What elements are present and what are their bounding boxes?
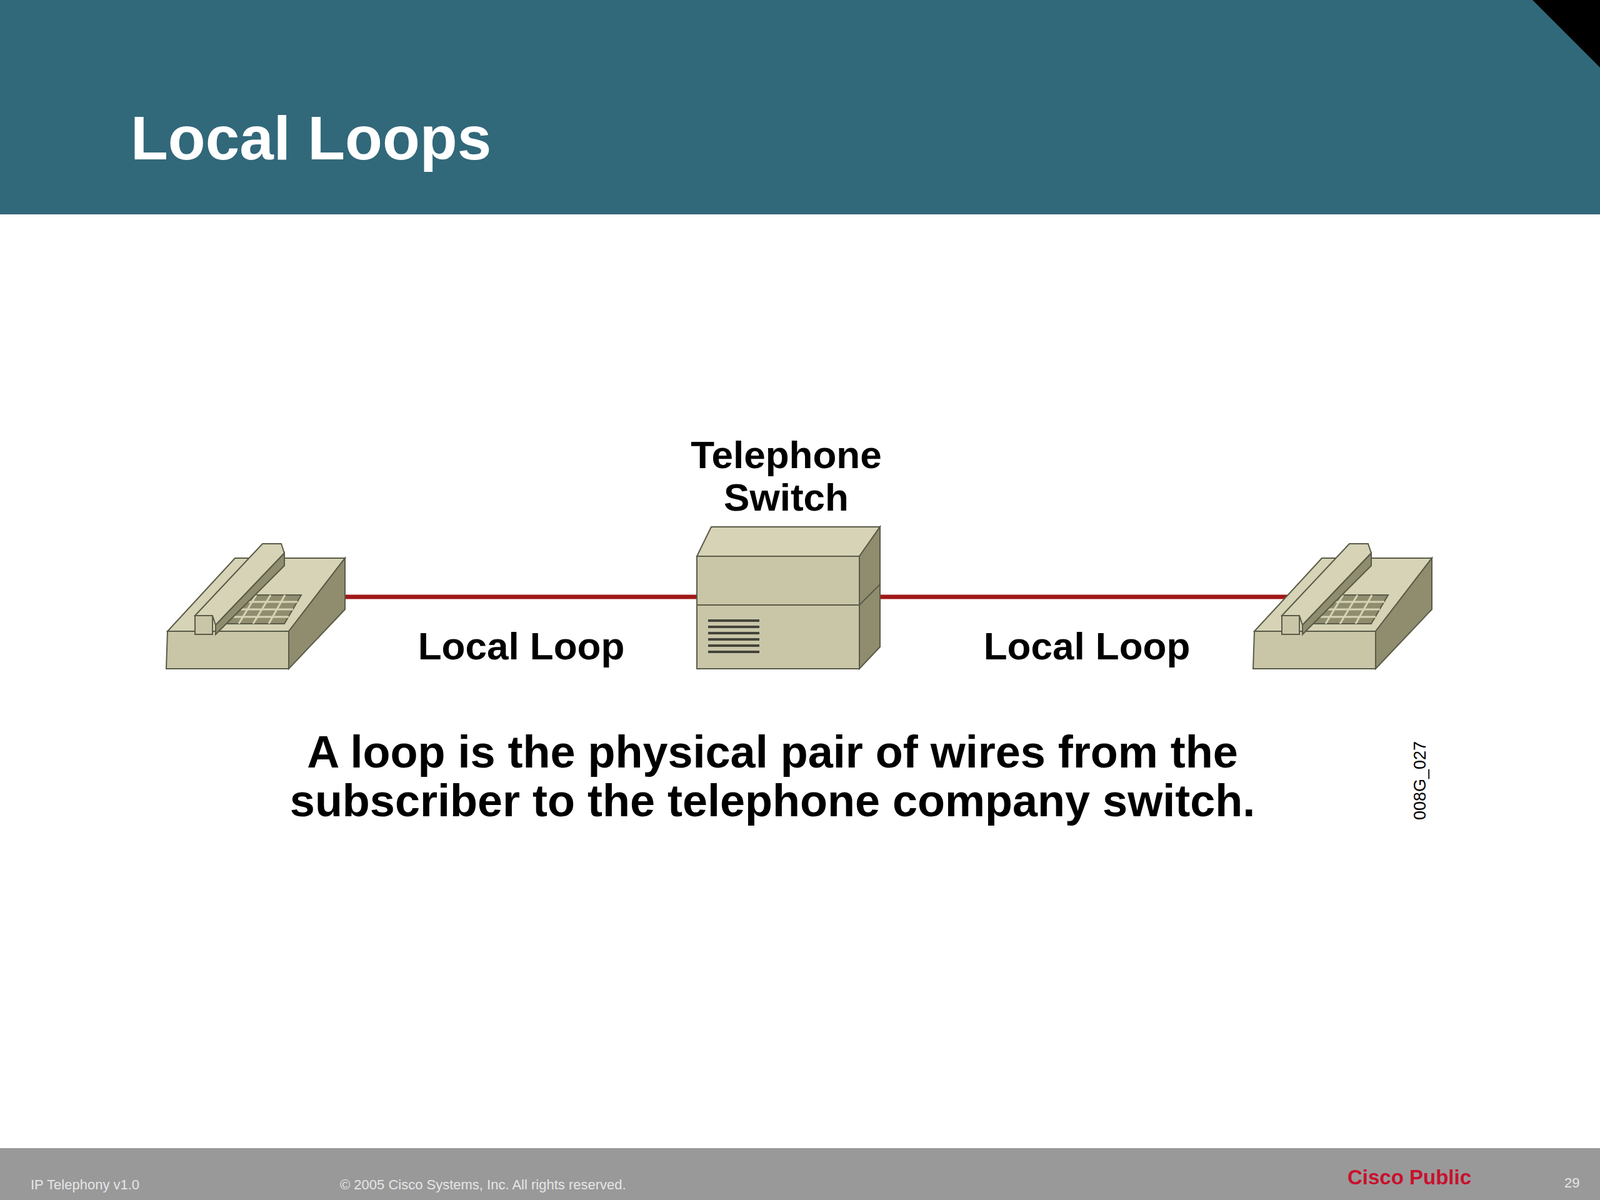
figure-code: 008G_027: [1411, 741, 1430, 820]
loop-label: Local Loop: [418, 625, 625, 668]
telephone-icon: [166, 543, 345, 669]
telephone-icon: [1253, 543, 1432, 669]
header-band: [0, 0, 1600, 215]
switch-node: Telephone Switch: [667, 433, 905, 519]
caption: A loop is the physical pair of wires fro…: [228, 728, 1317, 826]
footer-course: IP Telephony v1.0: [30, 1177, 140, 1193]
loop-label: Local Loop: [983, 625, 1191, 668]
footer-copyright: © 2005 Cisco Systems, Inc. All rights re…: [340, 1177, 627, 1193]
corner-mark: [1532, 0, 1600, 68]
slide-title: Local Loops: [130, 107, 492, 169]
switch-box: [696, 526, 880, 669]
node-heading: Telephone Switch: [667, 433, 905, 519]
footer-band: [0, 1148, 1600, 1200]
page-number: 29: [1564, 1175, 1580, 1191]
footer-classification: Cisco Public: [1347, 1166, 1472, 1189]
